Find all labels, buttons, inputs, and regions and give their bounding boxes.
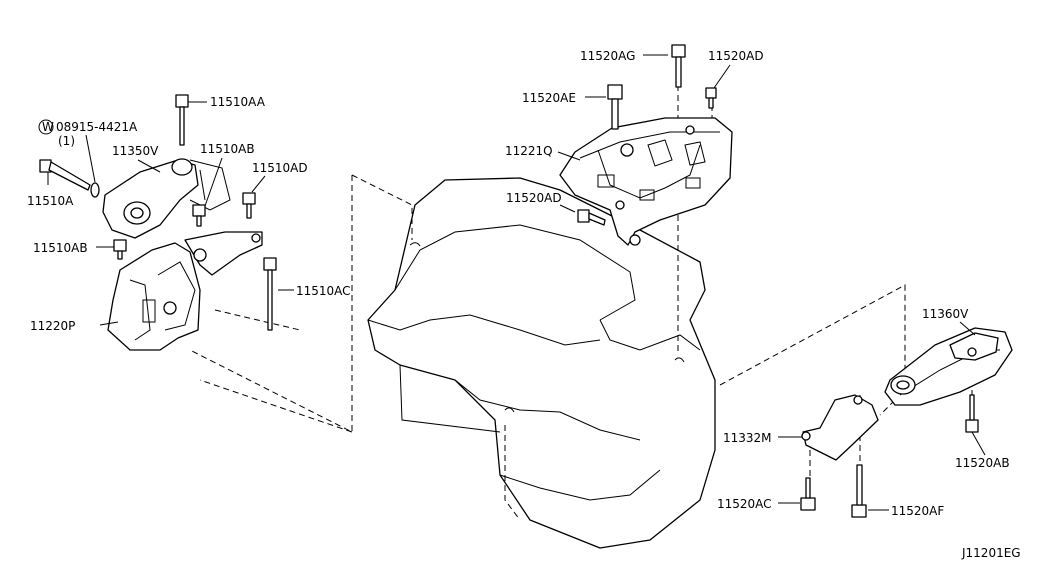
left-mount-11350V (102, 158, 231, 239)
label-11510AC: 11510AC (296, 284, 351, 298)
label-11510AB-top: 11510AB (200, 142, 255, 156)
bolt-11510AC (263, 257, 277, 331)
bolt-11520AE (607, 84, 623, 130)
rear-mount-11360V (884, 327, 1013, 406)
part-labels: 11510AA W 08915-4421A (1) 11350V 11510AB… (27, 49, 1021, 560)
bolt-11520AF (851, 464, 867, 518)
leader-lines (47, 54, 986, 511)
bolt-11510AD-left (242, 192, 256, 219)
bolt-11520AD-mid (577, 209, 606, 226)
label-washer-symbol: W (42, 120, 54, 134)
bolt-11520AD-top (705, 87, 717, 109)
label-washer-qty: (1) (58, 134, 75, 148)
left-bracket-11220P (107, 231, 263, 351)
label-11520AD-top: 11520AD (708, 49, 764, 63)
bolt-11510AB-top (192, 204, 206, 227)
label-11332M: 11332M (723, 431, 772, 445)
engine-block (367, 177, 716, 549)
label-11520AC: 11520AC (717, 497, 772, 511)
label-11220P: 11220P (30, 319, 75, 333)
label-11510AA: 11510AA (210, 95, 266, 109)
bracket-11332M (801, 394, 879, 461)
label-11360V: 11360V (922, 307, 969, 321)
bolt-11520AB (965, 394, 979, 433)
bolt-11510AA (175, 94, 189, 146)
label-11510AB-left: 11510AB (33, 241, 88, 255)
bolt-11520AG (671, 44, 686, 88)
label-11350V: 11350V (112, 144, 159, 158)
label-11520AE: 11520AE (522, 91, 576, 105)
label-diagram-id: J11201EG (961, 546, 1021, 560)
label-11520AB: 11520AB (955, 456, 1010, 470)
label-11510A: 11510A (27, 194, 74, 208)
label-08915-4421A: 08915-4421A (56, 120, 138, 134)
label-11510AD-left: 11510AD (252, 161, 308, 175)
label-11520AG: 11520AG (580, 49, 635, 63)
bolt-11510A (39, 159, 100, 198)
mount-bracket-11221Q (559, 117, 733, 246)
washer-circle-icon (38, 119, 54, 135)
bolt-11520AC (800, 477, 816, 511)
label-11221Q: 11221Q (505, 144, 553, 158)
label-11520AD-mid: 11520AD (506, 191, 562, 205)
bolt-11510AB-left (113, 239, 127, 260)
label-11520AF: 11520AF (891, 504, 944, 518)
